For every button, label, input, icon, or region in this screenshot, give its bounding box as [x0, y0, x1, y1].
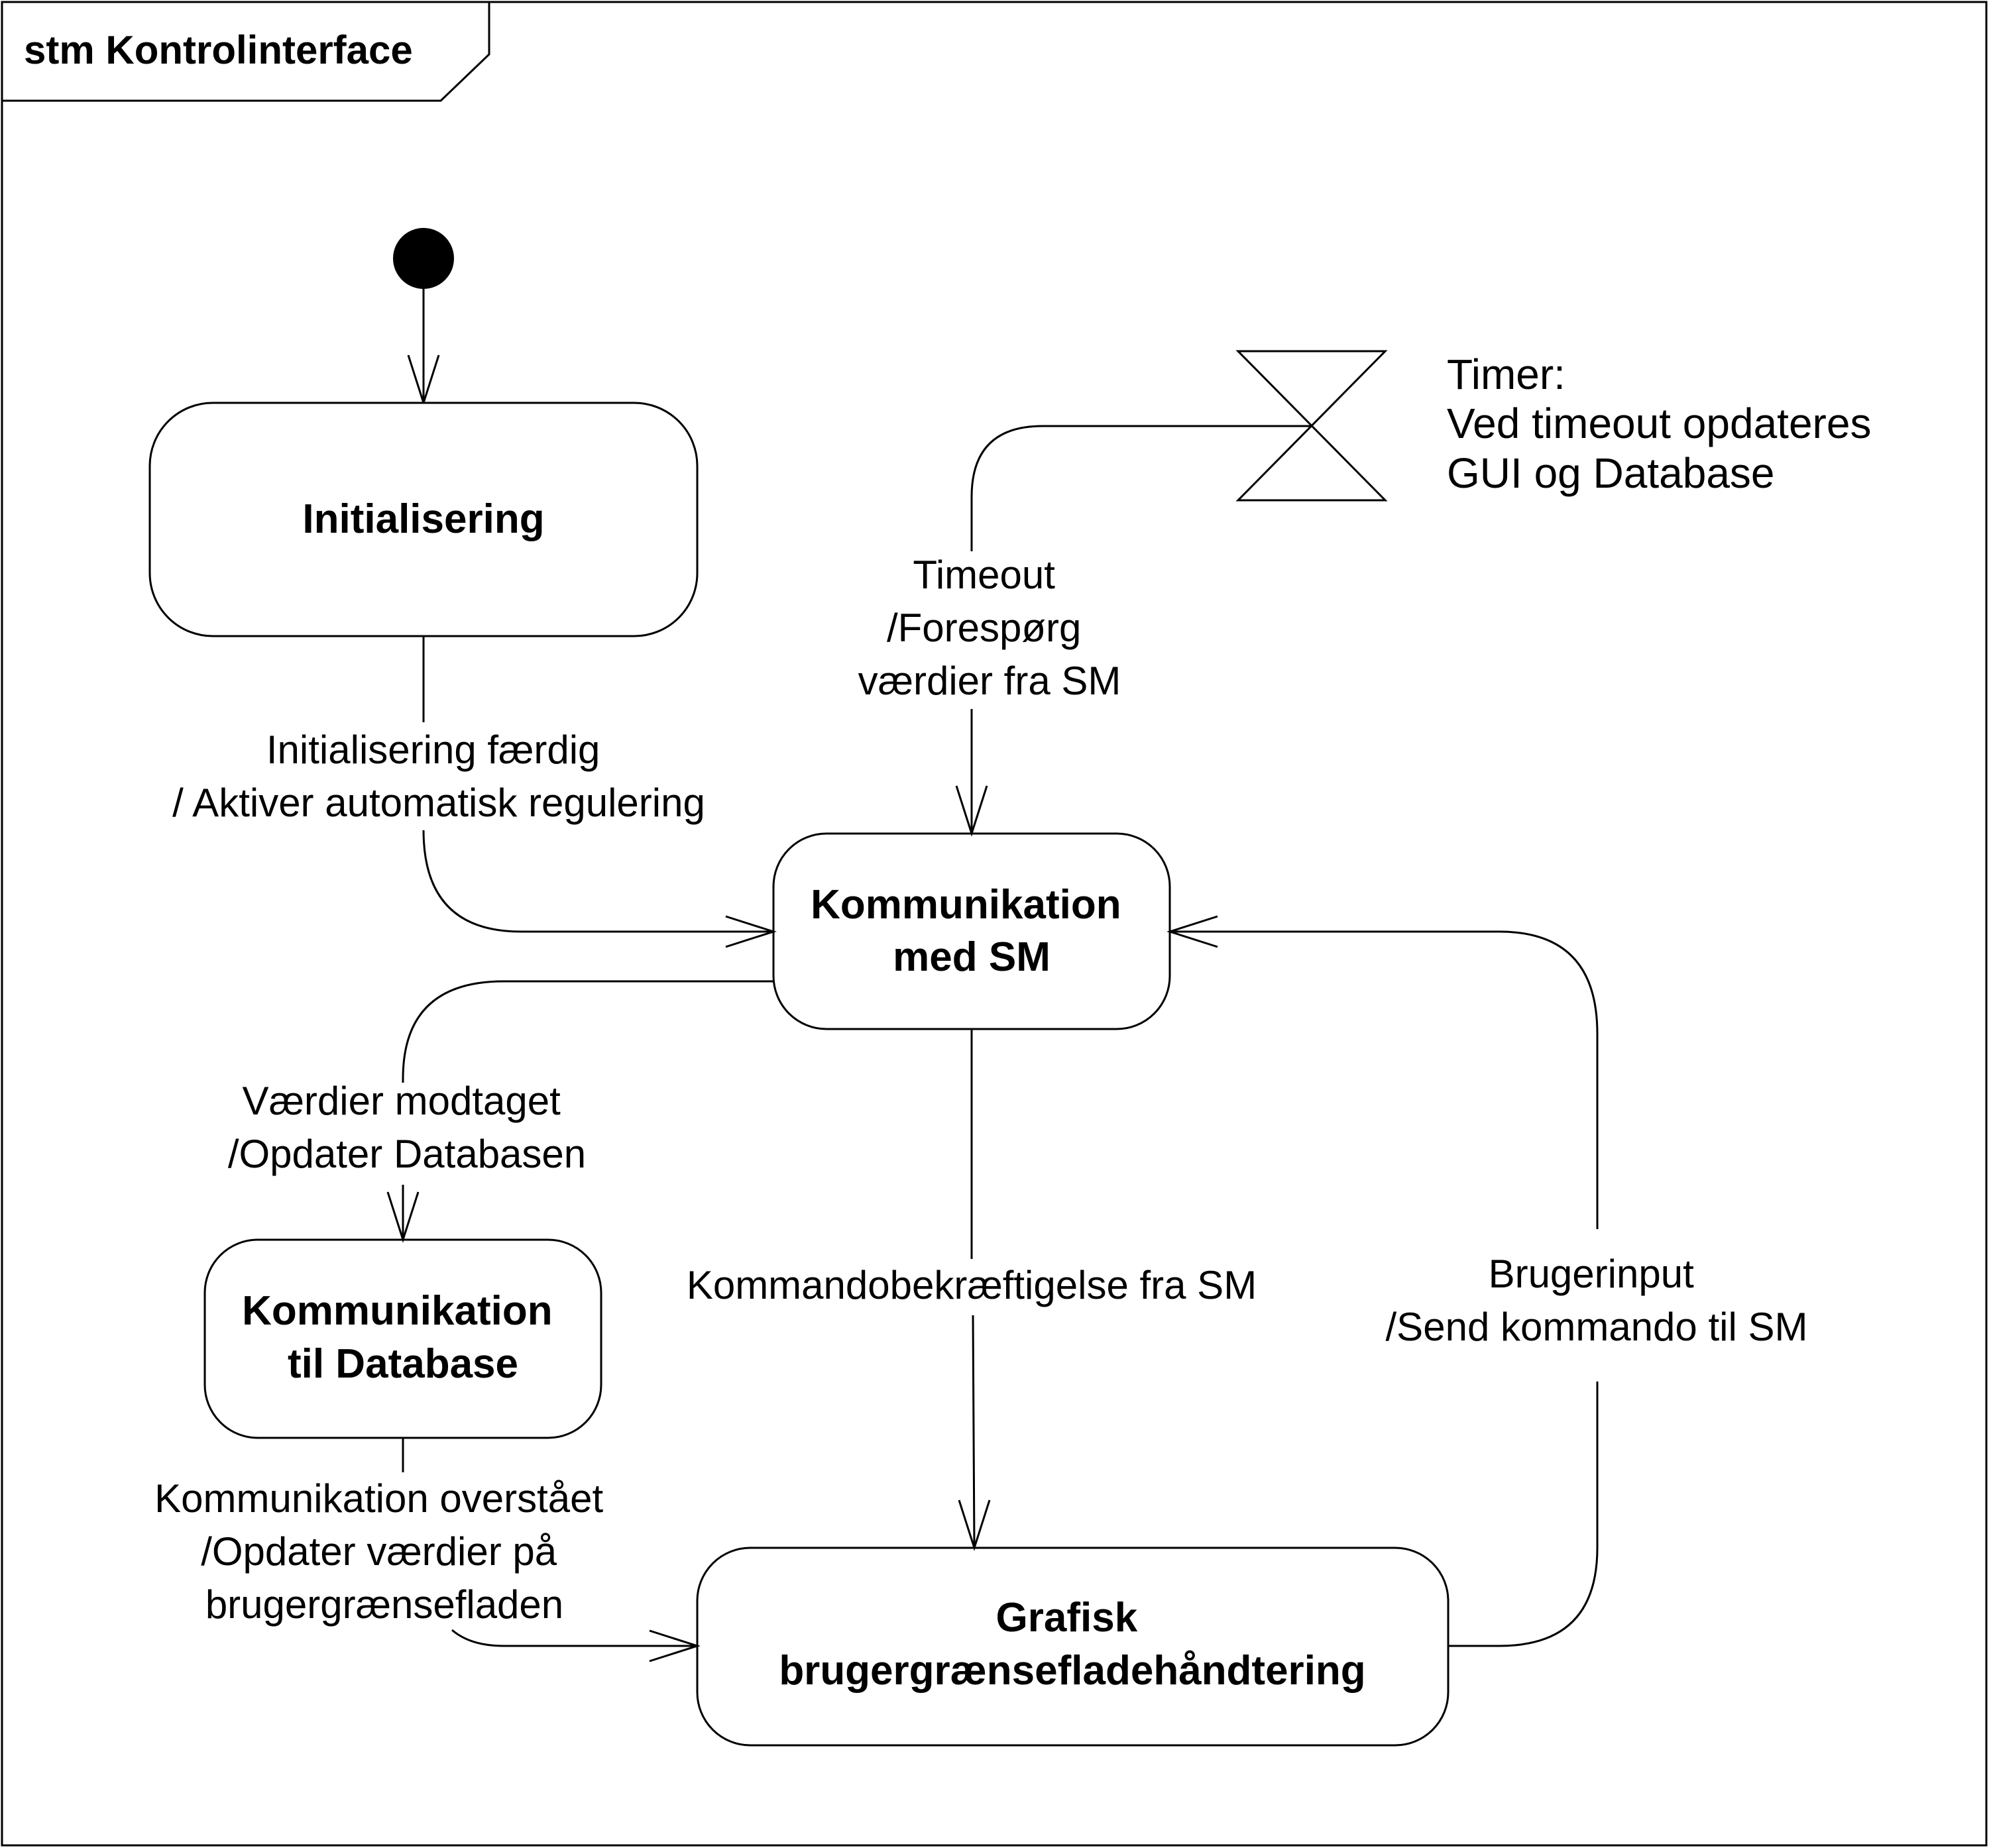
state-initialisering-label: Initialisering: [302, 496, 544, 542]
frame-title: stm Kontrolinterface: [24, 28, 413, 72]
state-gui: [696, 1547, 1449, 1747]
initial-state: [393, 228, 454, 289]
state-kommunikation-db-label: Kommunikation til Database: [242, 1288, 564, 1387]
timer-hourglass-icon: [1235, 350, 1388, 502]
transition-values-received-arrowhead: [386, 1191, 420, 1243]
transition-timeout-label: Timeout /Forespørg værdier fra SM: [858, 553, 1121, 703]
transition-command-confirm: [970, 1029, 976, 1549]
transition-command-confirm-arrowhead: [958, 1499, 991, 1551]
transition-init-done-label: Initialisering færdig / Aktiver automati…: [172, 728, 705, 825]
transition-user-input-arrowhead: [1166, 915, 1218, 948]
transition-timeout: [970, 425, 1312, 834]
transition-values-received-label: Værdier modtaget /Opdater Databasen: [228, 1079, 586, 1176]
transition-comm-done: [402, 1438, 697, 1647]
transition-init-done-arrowhead: [725, 915, 777, 948]
transition-init-done: [422, 636, 773, 933]
transition-user-input: [1170, 930, 1599, 1647]
state-kommunikation-sm: [772, 832, 1171, 1030]
timer-note: Timer: Ved timeout opdateres GUI og Data…: [1447, 351, 1883, 497]
transition-user-input-label: Brugerinput /Send kommando til SM: [1386, 1252, 1808, 1349]
transition-values-received: [402, 980, 773, 1240]
transition-timeout-arrowhead: [955, 785, 988, 837]
frame-title-tab: [2, 2, 490, 102]
state-kommunikation-db: [203, 1238, 602, 1439]
transition-comm-done-arrowhead: [649, 1629, 701, 1662]
transition-command-confirm-label: Kommandobekræftigelse fra SM: [687, 1263, 1257, 1307]
state-kommunikation-sm-label: Kommunikation med SM: [811, 882, 1133, 980]
transition-comm-done-label: Kommunikation overstået /Opdater værdier…: [154, 1476, 614, 1627]
state-gui-label: Grafisk brugergrænsefladehåndtering: [779, 1595, 1365, 1694]
